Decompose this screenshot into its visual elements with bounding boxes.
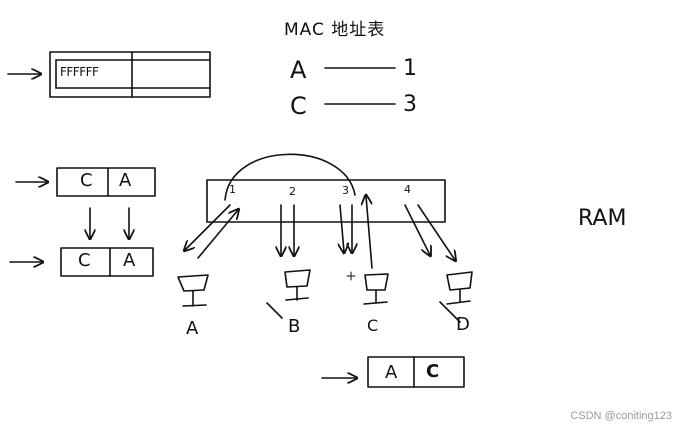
host-b-base [285,297,309,301]
broadcast-dst-label: FFFFFF [60,65,99,79]
host-d-base [446,300,471,305]
switch-port4-label: 4 [404,183,411,196]
switch-internal-link [224,153,356,201]
host-b-monitor [284,269,311,288]
mac-row2-mac: C [290,92,307,120]
host-b-label: B [288,316,301,337]
port1-out-arrow [197,210,238,259]
frame-top-src: A [119,170,132,191]
frame-swapped-dst: C [78,250,91,271]
frame-top-dst: C [80,170,93,191]
switch-port2-label: 2 [289,185,296,198]
host-a-label: A [186,318,199,339]
host-c-base [363,301,388,305]
host-a-monitor [177,274,209,292]
port1-in-arrow [185,204,231,250]
broadcast-frame-box [49,51,211,98]
frame-swapped-src: A [123,250,136,271]
switch-body [206,179,446,223]
host-c-label: C [367,316,379,335]
watermark: CSDN @coniting123 [570,410,672,422]
frame-bottom-src: C [426,361,440,382]
frame-bottom-dst: A [385,362,398,383]
switch-port3-label: 3 [342,184,349,197]
mac-row1-port: 1 [403,56,417,81]
host-c-monitor [364,273,389,291]
frame-swapped-box [60,247,154,277]
mac-row2-port: 3 [403,92,417,117]
port3-left-arrow [340,204,344,252]
port4-right-arrow [417,204,455,260]
frame-bottom-box [367,356,465,388]
ram-label: RAM [578,206,627,231]
host-b-cross [266,302,283,319]
port4-left-arrow [404,204,430,255]
switch-port1-label: 1 [229,183,236,196]
mac-row1-mac: A [290,56,307,84]
host-d-cross [439,301,461,323]
host-d-monitor [446,271,473,291]
host-a-base [182,304,207,307]
port3-up-arrow [366,196,373,269]
mac-table-title: MAC 地址表 [284,20,386,40]
host-d-label: D [456,314,470,335]
frame-top-box [56,167,156,197]
